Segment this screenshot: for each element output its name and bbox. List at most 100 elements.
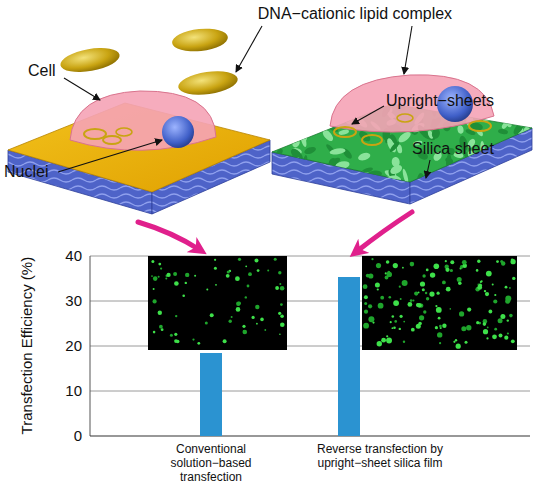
fluorescent-cell	[236, 307, 241, 312]
fluorescent-cell	[477, 285, 482, 290]
fluorescent-cell	[161, 328, 164, 331]
axis-tick: 40	[65, 247, 82, 264]
sheet-flake	[518, 147, 525, 158]
fluorescent-cell	[400, 298, 402, 300]
fluorescent-cell	[422, 274, 425, 277]
part-label: Nuclei	[4, 163, 48, 181]
fluorescent-cell	[242, 325, 245, 328]
fluorescent-cell	[393, 263, 398, 268]
fluorescent-cell	[275, 286, 279, 290]
part-label: Cell	[28, 62, 56, 80]
fluorescent-cell	[386, 338, 392, 344]
fluorescent-cell	[381, 338, 386, 343]
fluorescent-cell	[429, 292, 434, 297]
fluorescent-cell	[151, 260, 154, 263]
fluorescent-cell	[151, 275, 153, 277]
cell-right	[330, 75, 494, 145]
fluorescent-cell	[496, 260, 499, 263]
sheet-flake	[517, 141, 527, 150]
sheet-flake	[274, 115, 283, 126]
sheet-flake	[471, 170, 483, 185]
fluorescent-cell	[458, 282, 462, 286]
sheet-flake	[300, 97, 313, 113]
fluorescent-cell	[450, 308, 452, 310]
sheet-flake	[268, 158, 280, 172]
fluorescent-cell	[194, 275, 196, 277]
fluorescent-cell	[435, 305, 437, 307]
fluorescent-cell	[493, 299, 497, 303]
fluorescent-cell	[280, 286, 285, 291]
sheet-flake	[468, 161, 479, 171]
leader-lines	[58, 26, 430, 178]
fluorescent-cell	[386, 335, 388, 337]
fluorescent-cell	[504, 336, 508, 340]
fluorescent-cell	[445, 268, 449, 272]
axis-tick: 0	[74, 427, 82, 444]
fluorescent-cell	[377, 288, 379, 290]
sheet-flake	[292, 156, 303, 169]
fluorescent-cell	[210, 313, 214, 317]
sheet-flake	[522, 126, 531, 141]
pointer-arrows	[138, 212, 412, 252]
fluorescent-cell	[260, 318, 264, 322]
sheet-flake	[329, 147, 346, 155]
fluorescent-cell	[274, 258, 277, 261]
sheet-flake	[357, 152, 371, 162]
fluorescent-cell	[280, 303, 283, 306]
sheet-flake	[300, 164, 313, 175]
sheet-flake	[461, 162, 474, 172]
fluorescent-cell	[426, 297, 429, 300]
fluorescent-cell	[476, 269, 479, 272]
fluorescent-cell	[364, 310, 368, 314]
fluorescent-cell	[494, 294, 496, 296]
sheet-flake	[434, 174, 445, 184]
fluorescent-cell	[386, 260, 390, 264]
fluorescent-cell	[364, 302, 367, 305]
fluorescent-cell	[392, 327, 394, 329]
fluorescent-cell	[500, 314, 505, 319]
fluorescent-cell	[243, 330, 248, 335]
sheet-flake	[289, 124, 301, 132]
sheet-flake	[268, 137, 276, 149]
sheet-flake	[290, 111, 298, 124]
sheet-flake	[388, 140, 400, 153]
fluorescent-cell	[255, 305, 259, 309]
fluorescent-cell	[436, 307, 442, 313]
fluorescent-cell	[158, 263, 161, 266]
sheet-flake	[290, 160, 306, 173]
fluorescent-cell	[206, 289, 208, 291]
fluorescent-cell	[507, 319, 509, 321]
complex-label: DNA−cationic lipid complex	[258, 5, 452, 23]
fluorescent-cell	[366, 274, 370, 278]
fluorescent-cell	[160, 268, 162, 270]
fluorescent-cell	[248, 272, 252, 276]
sheet-flake	[303, 146, 317, 156]
fluorescent-cell	[434, 264, 440, 270]
fluorescent-cell	[393, 327, 396, 330]
fluorescent-cell	[446, 287, 451, 292]
fluorescent-cell	[158, 276, 160, 278]
fluorescent-cell	[501, 261, 505, 265]
fluorescent-cell	[489, 310, 493, 314]
category-label: Conventional solution−based transfection	[161, 443, 261, 484]
fluorescent-cell	[280, 315, 284, 319]
sheet-flake	[521, 114, 531, 123]
fluorescent-cell	[245, 265, 247, 267]
fluorescent-cell	[505, 286, 508, 289]
fluorescent-cell	[476, 321, 479, 324]
fluorescent-cell	[410, 299, 413, 302]
sheet-flake	[301, 123, 311, 136]
axis-tick: 30	[65, 292, 82, 309]
sheet-flake	[502, 111, 513, 128]
fluorescent-cell	[430, 272, 435, 277]
sheet-flake	[292, 105, 307, 113]
fluorescent-cell	[445, 260, 447, 262]
fluorescent-cell	[486, 337, 488, 339]
sheet-flake	[298, 123, 307, 136]
fluorescent-cell	[364, 295, 368, 299]
fluorescent-cell	[185, 273, 189, 277]
fluorescent-cell	[267, 269, 269, 271]
sheet-flake	[286, 168, 298, 181]
sheet-flake	[503, 143, 514, 151]
chart-grid	[90, 256, 530, 436]
